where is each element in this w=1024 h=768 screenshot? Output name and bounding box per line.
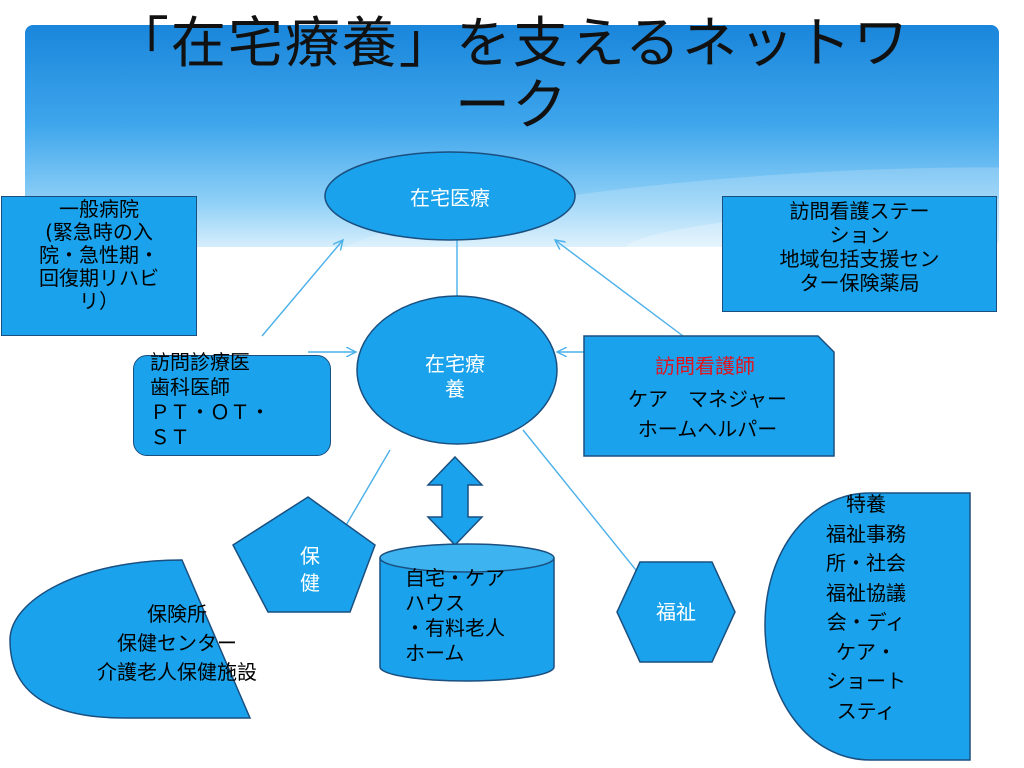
arrow-to-home-medical xyxy=(555,240,684,337)
nurse-box xyxy=(583,335,835,457)
welfare-label: 福祉 xyxy=(656,600,696,624)
visit-nursing-station-label: 訪問看護ステー ション 地域包括支援セン ター保険薬局 xyxy=(779,199,940,295)
connector-line xyxy=(522,429,645,581)
double-arrow-shape xyxy=(426,455,484,547)
home-medical-ellipse xyxy=(324,151,576,241)
visiting-nurse-label: 訪問看護師 xyxy=(655,354,755,378)
connector-line xyxy=(344,449,391,528)
page-title: 「在宅療養」を支えるネットワーク xyxy=(113,11,911,137)
welfare-facilities-clip: 特養 福祉事務 所・社会 福祉協議 会・ディ ケア・ ショート スティ xyxy=(790,490,970,722)
visiting-doctors-label: 訪問診療医 歯科医師 ＰＴ・ＯＴ・ ＳＴ xyxy=(150,350,270,449)
health-pentagon xyxy=(232,496,376,613)
arrow-to-home-medical xyxy=(261,240,343,337)
welfare-facilities-label: 特養 福祉事務 所・社会 福祉協議 会・ディ ケア・ ショート スティ xyxy=(826,492,906,722)
general-hospital-label: 一般病院 (緊急時の入 院・急性期・ 回復期リハビ リ） xyxy=(39,197,159,313)
general-hospital-box: 一般病院 (緊急時の入 院・急性期・ 回復期リハビ リ） xyxy=(1,196,197,336)
visiting-doctors-box xyxy=(133,355,331,456)
home-medical-label: 在宅医療 xyxy=(410,186,490,210)
residence-cylinder xyxy=(379,558,555,682)
health-label: 保 健 xyxy=(300,544,320,595)
care-staff-label: ケア マネジャー ホームヘルパー xyxy=(628,387,787,441)
health-facilities-shape xyxy=(9,559,252,719)
welfare-facilities-shape xyxy=(764,492,971,761)
home-care-label: 在宅療 養 xyxy=(425,352,485,401)
visit-nursing-station-box: 訪問看護ステー ション 地域包括支援セン ター保険薬局 xyxy=(722,196,997,312)
residence-cylinder-top xyxy=(379,543,555,573)
health-facilities-label: 保険所 保健センター 介護老人保健施設 xyxy=(97,602,257,684)
welfare-hexagon xyxy=(616,561,736,663)
home-care-circle xyxy=(356,295,558,445)
residence-label: 自宅・ケア ハウス ・有料老人 ホーム xyxy=(405,566,505,665)
